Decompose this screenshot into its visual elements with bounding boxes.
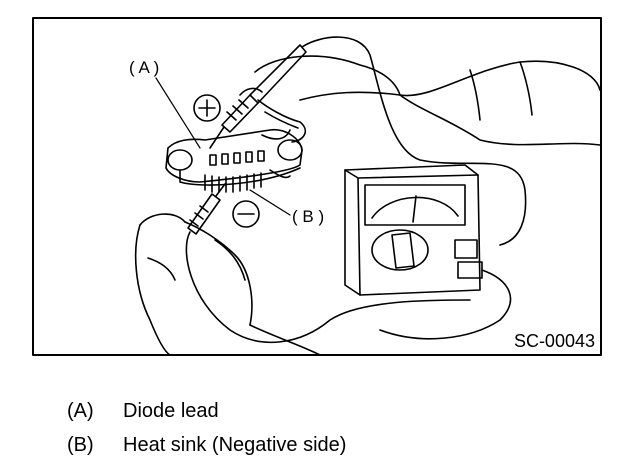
callout-a-label: ( A ): [129, 58, 159, 77]
right-hand: [239, 55, 601, 146]
rectifier-assembly: [165, 128, 303, 193]
callout-a-leader: [155, 77, 201, 149]
figure-code: SC-00043: [514, 331, 595, 351]
legend-key-a: (A): [67, 400, 94, 422]
legend-text-b: Heat sink (Negative side): [123, 434, 347, 456]
callout-b-leader: [249, 189, 291, 216]
legend-text-a: Diode lead: [123, 400, 219, 422]
plus-sign-icon: [193, 94, 221, 122]
figure-frame: [32, 17, 602, 356]
negative-test-probe: [185, 183, 471, 344]
minus-sign-icon: [232, 200, 260, 228]
multimeter: [344, 164, 512, 340]
legend-key-b: (B): [67, 434, 94, 456]
legend-item-b: (B) Heat sink (Negative side): [67, 433, 346, 457]
legend-item-a: (A) Diode lead: [67, 399, 219, 423]
callout-b-label: ( B ): [292, 207, 324, 226]
left-hand: [134, 213, 321, 356]
